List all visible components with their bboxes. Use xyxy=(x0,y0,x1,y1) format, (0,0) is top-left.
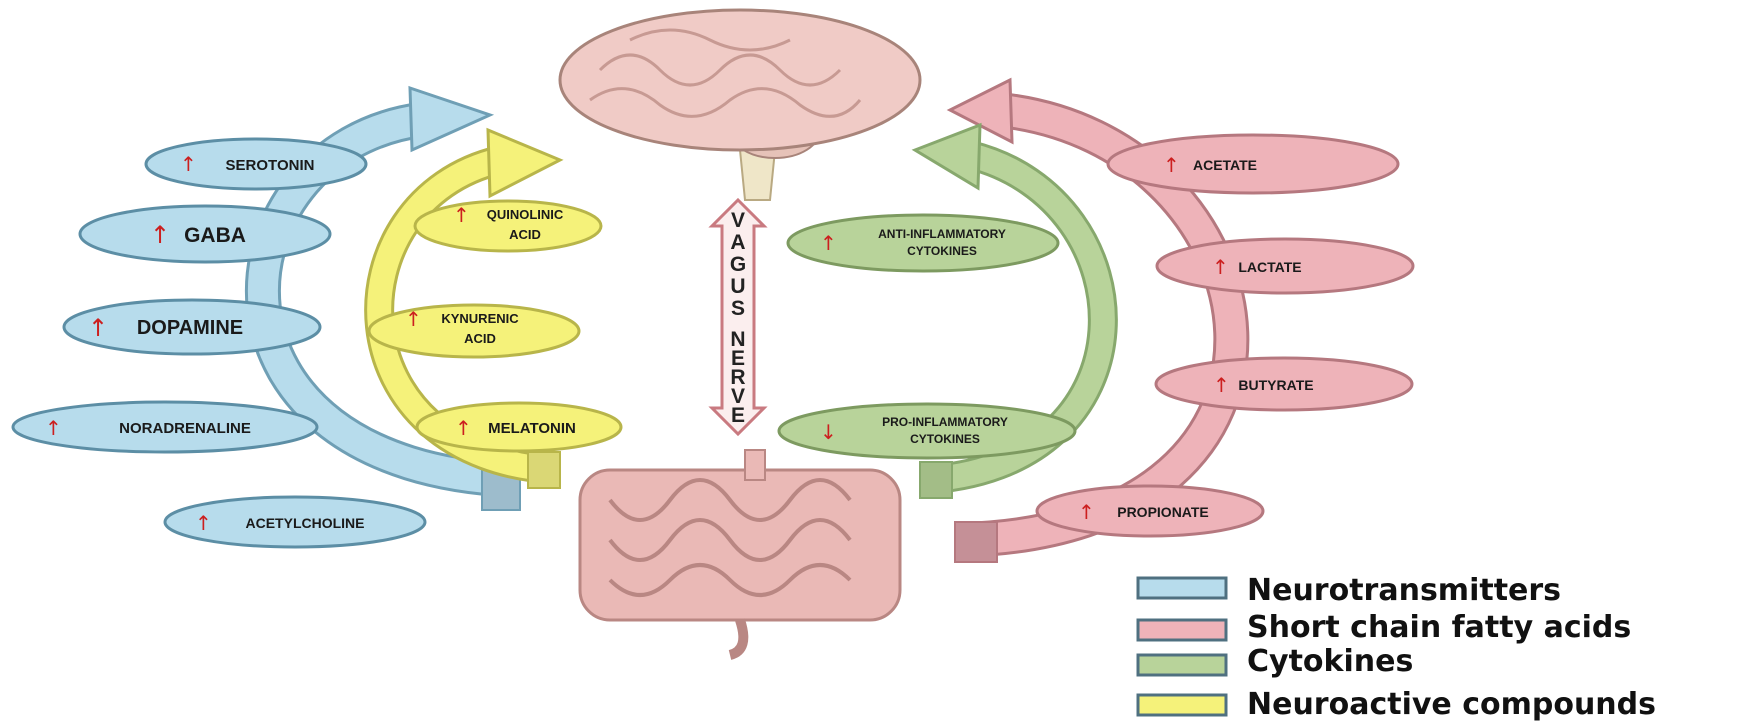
svg-text:GABA: GABA xyxy=(184,224,246,247)
up-arrow-icon: ↑ xyxy=(45,416,62,440)
svg-text:QUINOLINIC: QUINOLINIC xyxy=(487,207,564,222)
neuroactive-item-kynurenic-acid: ↑ KYNURENIC ACID xyxy=(369,305,579,357)
legend-swatch xyxy=(1138,578,1226,598)
neurotransmitter-item-dopamine: ↑ DOPAMINE xyxy=(64,300,320,354)
legend-item-scfa: Short chain fatty acids xyxy=(1138,610,1631,645)
legend-swatch xyxy=(1138,620,1226,640)
svg-text:Neurotransmitters: Neurotransmitters xyxy=(1247,573,1561,608)
up-arrow-icon: ↑ xyxy=(1163,153,1180,177)
up-arrow-icon: ↑ xyxy=(1078,500,1095,524)
vagus-letter: G xyxy=(730,253,746,276)
intestine-icon xyxy=(580,450,900,655)
down-arrow-icon: ↓ xyxy=(820,420,837,444)
legend-item-cytokines: Cytokines xyxy=(1138,644,1413,679)
vagus-letter: V xyxy=(731,209,745,232)
svg-text:BUTYRATE: BUTYRATE xyxy=(1238,377,1313,393)
up-arrow-icon: ↑ xyxy=(180,152,197,176)
svg-text:ACETATE: ACETATE xyxy=(1193,157,1257,173)
up-arrow-icon: ↑ xyxy=(88,314,108,342)
svg-text:PRO-INFLAMMATORY: PRO-INFLAMMATORY xyxy=(882,415,1008,429)
svg-text:Neuroactive compounds: Neuroactive compounds xyxy=(1247,687,1656,722)
svg-text:ACID: ACID xyxy=(509,227,541,242)
neurotransmitter-item-noradrenaline: ↑ NORADRENALINE xyxy=(13,402,317,452)
up-arrow-icon: ↑ xyxy=(405,307,422,331)
cytokine-item-anti-inflammatory: ↑ ANTI-INFLAMMATORY CYTOKINES xyxy=(788,215,1058,271)
neurotransmitter-item-acetylcholine: ↑ ACETYLCHOLINE xyxy=(165,497,425,547)
brain-icon xyxy=(560,10,920,200)
vagus-nerve-label: V A G U S N E R V E xyxy=(730,209,746,427)
vagus-letter: U xyxy=(730,275,745,298)
up-arrow-icon: ↑ xyxy=(820,231,837,255)
svg-text:SEROTONIN: SEROTONIN xyxy=(226,157,315,174)
up-arrow-icon: ↑ xyxy=(195,511,212,535)
vagus-letter: A xyxy=(730,231,745,254)
legend-item-neurotransmitters: Neurotransmitters xyxy=(1138,573,1561,608)
up-arrow-icon: ↑ xyxy=(150,221,170,249)
legend-swatch xyxy=(1138,655,1226,675)
svg-text:KYNURENIC: KYNURENIC xyxy=(441,311,519,326)
scfa-item-lactate: ↑ LACTATE xyxy=(1157,239,1413,293)
svg-text:ACETYLCHOLINE: ACETYLCHOLINE xyxy=(246,515,365,531)
legend: Neurotransmitters Short chain fatty acid… xyxy=(1138,573,1656,722)
legend-item-neuroactive: Neuroactive compounds xyxy=(1138,687,1656,722)
svg-text:Short chain fatty acids: Short chain fatty acids xyxy=(1247,610,1631,645)
svg-text:ACID: ACID xyxy=(464,331,496,346)
nerve-letter: E xyxy=(731,404,745,427)
svg-text:CYTOKINES: CYTOKINES xyxy=(910,432,980,446)
up-arrow-icon: ↑ xyxy=(453,203,470,227)
neurotransmitter-item-serotonin: ↑ SEROTONIN xyxy=(146,139,366,189)
svg-text:DOPAMINE: DOPAMINE xyxy=(137,317,243,339)
neuroactive-item-quinolinic-acid: ↑ QUINOLINIC ACID xyxy=(415,201,601,251)
up-arrow-icon: ↑ xyxy=(455,416,472,440)
svg-text:CYTOKINES: CYTOKINES xyxy=(907,244,977,258)
up-arrow-icon: ↑ xyxy=(1212,255,1229,279)
up-arrow-icon: ↑ xyxy=(1213,373,1230,397)
scfa-item-butyrate: ↑ BUTYRATE xyxy=(1156,358,1412,410)
svg-text:NORADRENALINE: NORADRENALINE xyxy=(119,420,251,437)
vagus-letter: S xyxy=(731,297,745,320)
scfa-item-propionate: ↑ PROPIONATE xyxy=(1037,486,1263,536)
legend-swatch xyxy=(1138,695,1226,715)
scfa-item-acetate: ↑ ACETATE xyxy=(1108,135,1398,193)
cytokine-item-pro-inflammatory: ↓ PRO-INFLAMMATORY CYTOKINES xyxy=(779,404,1075,458)
svg-text:Cytokines: Cytokines xyxy=(1247,644,1413,679)
neurotransmitter-item-gaba: ↑ GABA xyxy=(80,206,330,262)
neuroactive-item-melatonin: ↑ MELATONIN xyxy=(417,403,621,451)
svg-text:ANTI-INFLAMMATORY: ANTI-INFLAMMATORY xyxy=(878,227,1006,241)
svg-text:MELATONIN: MELATONIN xyxy=(488,420,576,437)
svg-text:PROPIONATE: PROPIONATE xyxy=(1117,504,1209,520)
svg-text:LACTATE: LACTATE xyxy=(1238,259,1301,275)
